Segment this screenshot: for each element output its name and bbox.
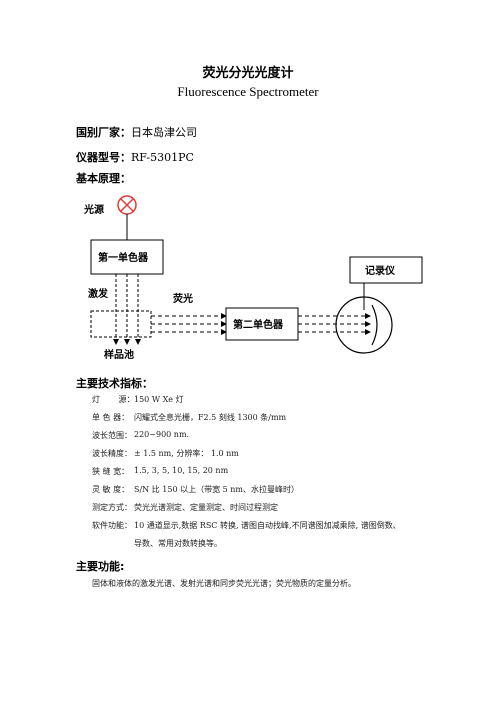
recorder-box bbox=[349, 256, 423, 284]
spec-key: 灯 源： bbox=[92, 395, 135, 404]
monochromator1-label: 第一单色器 bbox=[98, 251, 149, 264]
spec-key: 灵 敏 度： bbox=[92, 485, 130, 494]
spec-value: 10 通道显示,数据 RSC 转换, 谱图自动找峰,不同谱图加减乘除, 谱图倒数… bbox=[134, 521, 401, 530]
fluorescence-beam-1 bbox=[151, 313, 227, 335]
fluorescence-beam-2 bbox=[298, 313, 371, 335]
spec-value: 闪耀式全息光栅，F2.5 刻线 1300 条/mm bbox=[134, 413, 287, 422]
spec-value: 150 W Xe 灯 bbox=[134, 395, 184, 404]
manufacturer-field: 国别厂家：日本岛津公司 bbox=[76, 124, 197, 140]
manufacturer-value: 日本岛津公司 bbox=[131, 126, 197, 139]
spec-value: ± 1.5 nm, 分辨率： 1.0 nm bbox=[134, 449, 239, 458]
recorder-label: 记录仪 bbox=[365, 265, 396, 277]
manufacturer-label: 国别厂家： bbox=[76, 126, 131, 139]
fluorescence-label: 荧光 bbox=[173, 292, 193, 305]
spec-key: 测定方式： bbox=[92, 503, 132, 512]
document-title: 荧光分光光度计 bbox=[202, 66, 294, 81]
monochromator2-box bbox=[225, 307, 299, 341]
specs-heading: 主要技术指标： bbox=[76, 377, 153, 390]
document-subtitle: Fluorescence Spectrometer bbox=[177, 84, 319, 99]
excitation-beam bbox=[113, 274, 141, 345]
lamp-cross-icon bbox=[117, 195, 137, 215]
monochromator2-label: 第二单色器 bbox=[233, 318, 284, 331]
detector-circle-icon bbox=[335, 296, 393, 354]
model-value: RF-5301PC bbox=[131, 151, 194, 164]
spec-key: 波长范围： bbox=[92, 431, 132, 440]
principle-field: 基本原理： bbox=[76, 170, 131, 186]
spec-value: 220~900 nm. bbox=[134, 430, 190, 439]
spec-key: 单 色 器： bbox=[92, 413, 130, 422]
spec-value: 荧光光谱测定、定量测定、时间过程测定 bbox=[134, 503, 278, 512]
spec-key: 狭 缝 宽： bbox=[92, 467, 130, 476]
model-label: 仪器型号： bbox=[76, 151, 131, 164]
spec-key: 波长精度： bbox=[92, 449, 132, 458]
spec-value: 导数、常用对数转换等。 bbox=[134, 539, 222, 548]
excitation-label: 激发 bbox=[88, 287, 109, 300]
light-source-label: 光源 bbox=[83, 203, 104, 216]
principle-label: 基本原理： bbox=[76, 172, 131, 185]
sample-cell-box bbox=[90, 310, 152, 338]
spec-value: S/N 比 150 以上（带宽 5 nm、水拉曼峰时） bbox=[134, 485, 299, 494]
spec-value: 1.5, 3, 5, 10, 15, 20 nm bbox=[134, 466, 229, 475]
functions-text: 固体和液体的激发光谱、发射光谱和同步荧光光谱；荧光物质的定量分析。 bbox=[92, 579, 356, 588]
sample-cell-label: 样品池 bbox=[104, 348, 134, 361]
functions-heading: 主要功能: bbox=[76, 560, 125, 573]
model-field: 仪器型号：RF-5301PC bbox=[76, 149, 194, 165]
spec-key: 软件功能： bbox=[92, 521, 132, 530]
